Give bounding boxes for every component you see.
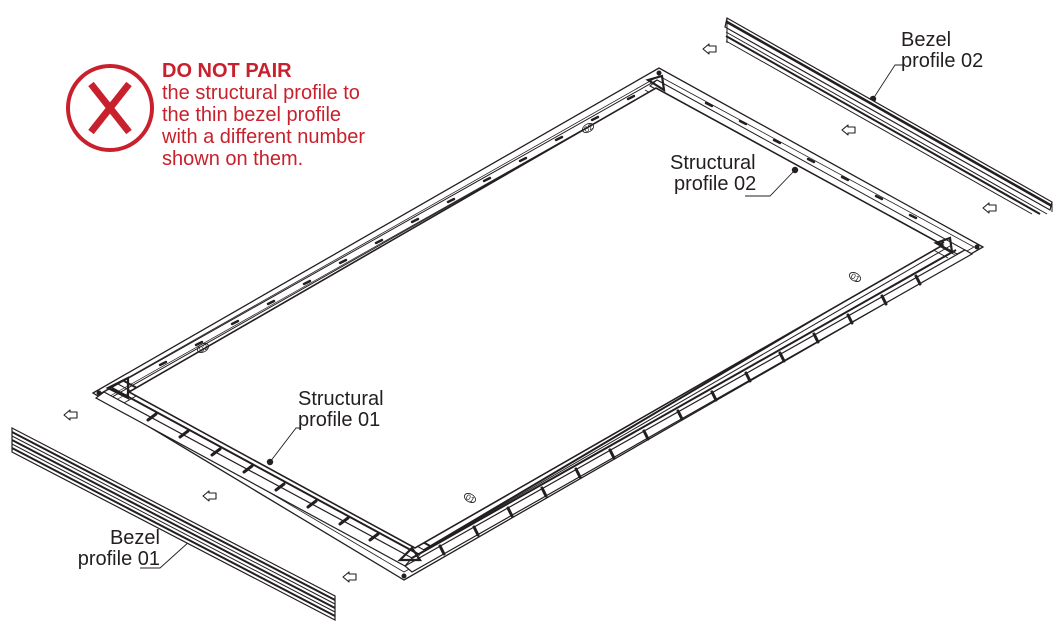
label-bezel-profile-02: Bezel profile 02 (901, 30, 983, 72)
arrow-icon (202, 490, 217, 502)
label-line: profile 02 (901, 50, 984, 72)
frame-inner-opening (127, 87, 945, 549)
warning-line: shown on them. (162, 148, 304, 170)
rail-bottom-line (417, 245, 951, 555)
warning-line: the thin bezel profile (162, 104, 342, 126)
label-line: profile 02 (674, 173, 757, 195)
label-line: Bezel (901, 29, 952, 51)
tabs-right-rail (704, 101, 918, 220)
corner-screws (96, 70, 980, 579)
warning-title: DO NOT PAIR (162, 60, 292, 82)
warning-line: with a different number (162, 126, 366, 148)
marking-right: 01 (849, 272, 862, 285)
leader-lines (140, 64, 905, 569)
label-line: profile 01 (77, 548, 160, 570)
arrow-icon (841, 124, 856, 136)
frame-outer-edge-inner (100, 75, 975, 573)
arrow-icon (702, 43, 717, 55)
bezel-profile-01 (11, 427, 336, 621)
label-line: Structural (670, 152, 756, 174)
arrow-icon (342, 571, 357, 583)
tabs-top-rail (158, 94, 636, 367)
warning-line: the structural profile to (162, 82, 360, 104)
label-structural-profile-02: Structural profile 02 (670, 153, 756, 195)
label-structural-profile-01: Structural profile 01 (298, 389, 384, 431)
rail-bottom-line (411, 249, 957, 559)
direction-arrows (63, 43, 997, 583)
label-bezel-profile-01: Bezel profile 01 (66, 528, 160, 570)
bezel-profile-02 (724, 17, 1053, 215)
label-line: profile 01 (298, 409, 381, 431)
corner-brackets (105, 74, 954, 562)
x-circle-icon (66, 64, 154, 152)
arrow-icon (982, 202, 997, 214)
label-line: Structural (298, 388, 384, 410)
marking-bottom: 01 (464, 493, 477, 506)
clips-bottom-rail (438, 274, 922, 556)
label-line: Bezel (109, 527, 160, 549)
warning-message: DO NOT PAIR the structural profile to th… (162, 60, 442, 170)
arrow-icon (63, 409, 78, 421)
clips-left-rail (146, 412, 380, 542)
structural-rail-bottom (403, 249, 974, 573)
rail-left-line (111, 387, 421, 556)
